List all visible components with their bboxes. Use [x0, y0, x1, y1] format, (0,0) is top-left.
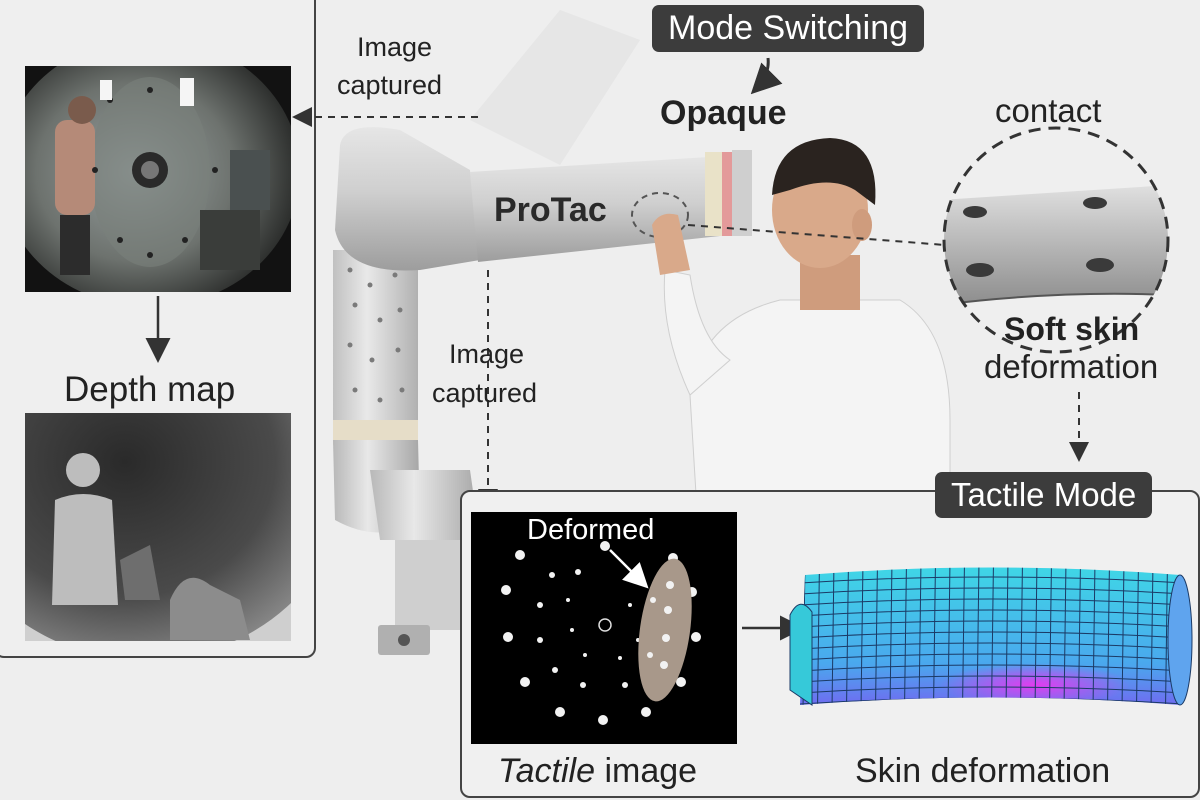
- image-captured-mid-line2: captured: [432, 378, 538, 408]
- robot-ghost-link: [470, 10, 640, 165]
- contact-label: contact: [995, 92, 1102, 129]
- image-captured-top-line1: Image: [357, 32, 433, 62]
- skin-deformation-caption: Skin deformation: [855, 752, 1111, 790]
- robot-arm: [333, 127, 752, 655]
- depth-map-label: Depth map: [64, 370, 236, 409]
- protac-label: ProTac: [494, 191, 607, 229]
- deformed-label: Deformed: [527, 514, 655, 546]
- camera-image: [25, 66, 291, 292]
- tactile-image-caption: Tactile image: [498, 752, 697, 791]
- tactile-word: Tactile: [498, 752, 596, 790]
- contact-zoom: [942, 126, 1170, 354]
- mode-switching-tag: Mode Switching: [652, 5, 925, 52]
- image-word: image: [595, 752, 698, 790]
- deformation-label: deformation: [984, 348, 1159, 385]
- skin-deformation-mesh: [789, 567, 1193, 706]
- tactile-mode-tag: Tactile Mode: [935, 472, 1153, 518]
- image-captured-mid-line1: Image: [449, 339, 525, 369]
- depth-map-image: [25, 413, 291, 641]
- opaque-label: Opaque: [660, 94, 787, 132]
- soft-skin-label: Soft skin: [1004, 311, 1140, 347]
- image-captured-top-line2: captured: [337, 70, 443, 100]
